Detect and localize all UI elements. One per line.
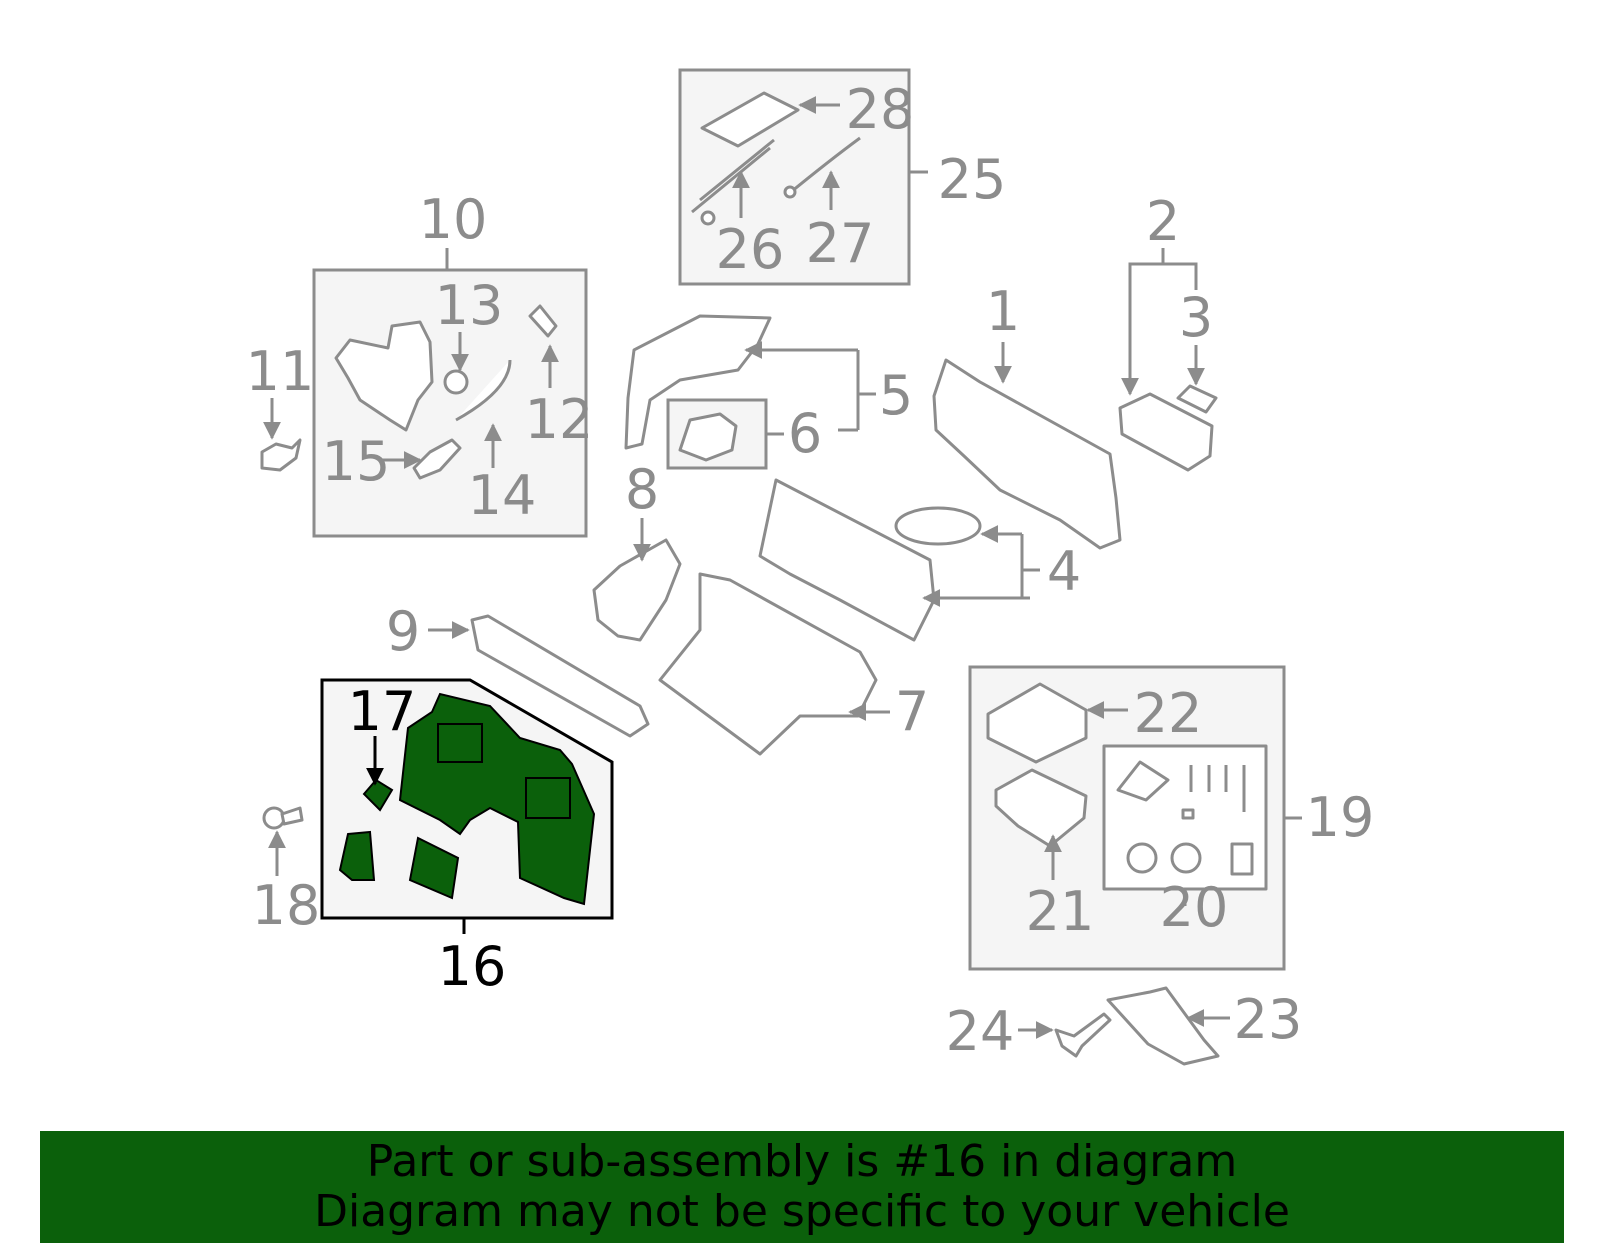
callout-21: 21 — [1026, 880, 1095, 943]
callout-19: 19 — [1306, 786, 1375, 849]
part-5-6 — [624, 314, 876, 470]
callout-8: 8 — [625, 458, 659, 521]
callout-28: 28 — [846, 78, 915, 141]
callout-24: 24 — [946, 1000, 1015, 1063]
callout-3: 3 — [1179, 286, 1213, 349]
part-4 — [758, 478, 1040, 642]
part-18 — [262, 806, 304, 876]
callout-2: 2 — [1146, 190, 1180, 253]
callout-26: 26 — [716, 218, 785, 281]
callout-16-highlighted: 16 — [438, 935, 507, 998]
callout-27: 27 — [806, 212, 875, 275]
callout-18: 18 — [252, 874, 321, 937]
callout-1: 1 — [986, 280, 1020, 343]
callout-10: 10 — [419, 188, 488, 251]
banner-line-part-number: Part or sub-assembly is #16 in diagram — [366, 1136, 1238, 1187]
callout-13: 13 — [435, 274, 504, 337]
part-1 — [932, 342, 1122, 550]
callout-12: 12 — [525, 388, 594, 451]
callout-9: 9 — [386, 600, 420, 663]
info-banner: Part or sub-assembly is #16 in diagram D… — [40, 1131, 1564, 1243]
callout-4: 4 — [1047, 540, 1081, 603]
group-box-19 — [968, 665, 1302, 971]
callout-25: 25 — [938, 148, 1007, 211]
group-box-10 — [260, 248, 588, 538]
callout-15: 15 — [322, 430, 391, 493]
callout-20: 20 — [1160, 876, 1229, 939]
callout-17: 17 — [348, 680, 417, 743]
callout-labels: 1 2 3 4 5 6 7 8 9 10 11 12 13 14 15 16 1… — [246, 78, 1375, 1063]
callout-7: 7 — [895, 680, 929, 743]
callout-14: 14 — [468, 464, 537, 527]
part-2-3 — [1118, 248, 1218, 472]
group-box-25 — [678, 68, 928, 286]
part-7-8-9 — [428, 518, 890, 756]
parts-diagram: 1 2 3 4 5 6 7 8 9 10 11 12 13 14 15 16 1… — [246, 68, 1375, 1066]
callout-5: 5 — [879, 364, 913, 427]
callout-23: 23 — [1234, 988, 1303, 1051]
callout-11: 11 — [246, 340, 315, 403]
callout-22: 22 — [1134, 682, 1203, 745]
highlighted-group-16 — [320, 678, 614, 934]
part-23-24 — [1018, 986, 1230, 1066]
callout-6: 6 — [788, 402, 822, 465]
banner-line-disclaimer: Diagram may not be specific to your vehi… — [314, 1186, 1290, 1237]
